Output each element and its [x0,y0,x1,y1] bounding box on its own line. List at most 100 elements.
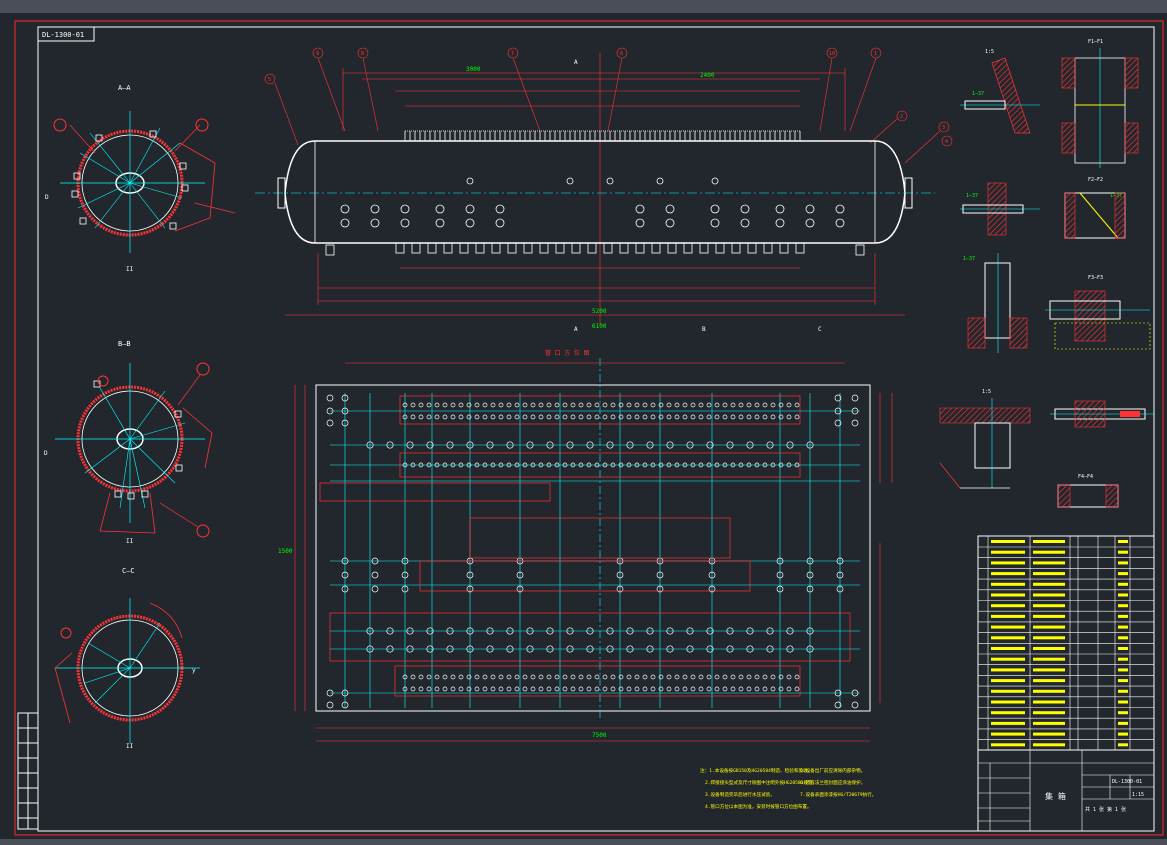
plan-nozzle-large [626,645,634,653]
plan-nozzle [746,686,752,692]
parts-text-mark [1033,647,1065,650]
plan-nozzle [434,414,440,420]
plan-nozzle [578,402,584,408]
plan-nozzle [490,674,496,680]
plan-nozzle [450,414,456,420]
detail2-label: F1—F1 [1088,39,1103,45]
plan-nozzle [706,402,712,408]
bottom-nozzle [779,242,789,254]
bottom-nozzle [427,242,437,254]
plan-nozzle [650,686,656,692]
plan-nozzle [426,414,432,420]
plan-side-nozzle [834,407,842,415]
plan-nozzle-large [366,645,374,653]
parts-text-mark [1118,668,1128,672]
bottom-nozzle [699,242,709,254]
plan-nozzle-mid [466,571,474,579]
shell-hole [805,204,815,214]
plan-nozzle [458,686,464,692]
plan-nozzle [546,686,552,692]
plan-nozzle [402,686,408,692]
shell-hole [740,218,750,228]
plan-nozzle [666,462,672,468]
plan-nozzle [426,402,432,408]
note-5: 5.设备出厂前应清除内部杂物。 [800,767,865,774]
shell-hole [435,218,445,228]
parts-text-mark [991,700,1025,704]
shell-hole [710,218,720,228]
parts-text-mark [1118,614,1128,618]
plan-nozzle [658,414,664,420]
plan-nozzle [538,402,544,408]
id-box-text: DL-1300-01 [42,31,84,39]
drawing-canvas[interactable]: DL-1300-01 A—A [0,13,1167,839]
plan-nozzle [554,402,560,408]
plan-nozzle [722,462,728,468]
plan-nozzle [514,674,520,680]
plan-nozzle [418,674,424,680]
shell-hole [740,204,750,214]
plan-nozzle [522,686,528,692]
title-block: 集 箱 DL-1300-01 1:15 共 1 张 第 1 张 [977,749,1155,832]
plan-nozzle [770,686,776,692]
plan-nozzle [746,402,752,408]
detail-f7: 1:5 [939,389,1031,489]
plan-nozzle-large [486,645,494,653]
note-7: 7.设备表面涂漆按HG/T20679执行。 [800,791,876,798]
nozzle-orientation-plan: 管 口 方 位 图 7500 1500 [278,349,893,742]
plan-nozzle [610,462,616,468]
plan-nozzle-large [546,441,554,449]
balloon-8: 8 [361,51,364,57]
plan-nozzle [506,402,512,408]
note-4: 4.管口方位以本图为准，安装时按管口方位图布置。 [705,803,812,810]
plan-nozzle-large [746,627,754,635]
plan-nozzle [466,414,472,420]
parts-text-mark [1033,614,1065,618]
plan-side-nozzle [851,701,859,709]
plan-nozzle [402,414,408,420]
plan-nozzle [714,686,720,692]
plan-nozzle-large [726,441,734,449]
section-aa-letter-ii: II [126,266,134,273]
plan-nozzle-large [706,645,714,653]
parts-text-mark [1118,721,1128,725]
plan-nozzle-mid [776,557,784,565]
parts-text-mark [991,657,1025,661]
shell-hole [495,204,505,214]
plan-nozzle [498,402,504,408]
plan-nozzle [642,402,648,408]
plan-nozzle-large [446,627,454,635]
parts-text-mark [991,668,1025,672]
plan-nozzle [666,414,672,420]
plan-nozzle [442,686,448,692]
section-bb-letter-ii: II [126,538,134,545]
section-bb-label: B—B [118,340,131,348]
status-bar [0,839,1167,845]
plan-nozzle-large [646,441,654,449]
plan-nozzle-large [466,645,474,653]
plan-side-nozzle [326,419,334,427]
plan-group-box [399,452,801,478]
plan-nozzle [714,402,720,408]
plan-nozzle [506,462,512,468]
plan-nozzle [730,414,736,420]
plan-nozzle [482,686,488,692]
bottom-nozzle [651,242,661,254]
plan-side-nozzle [341,407,349,415]
plan-nozzle-large [666,441,674,449]
plan-nozzle [474,402,480,408]
plan-nozzle-large [646,645,654,653]
plan-nozzle-mid [836,571,844,579]
plan-nozzle-mid [708,585,716,593]
bottom-nozzle [603,242,613,254]
plan-nozzle [746,414,752,420]
plan-nozzle [554,674,560,680]
parts-text-mark [1033,721,1065,725]
top-toolbar [0,0,1167,14]
plan-nozzle [602,462,608,468]
plan-nozzle [514,462,520,468]
detail-f2: F1—F1 [1061,39,1139,168]
plan-nozzle [570,674,576,680]
shell-nozzle-mark [466,177,474,185]
parts-text-mark [991,636,1025,640]
